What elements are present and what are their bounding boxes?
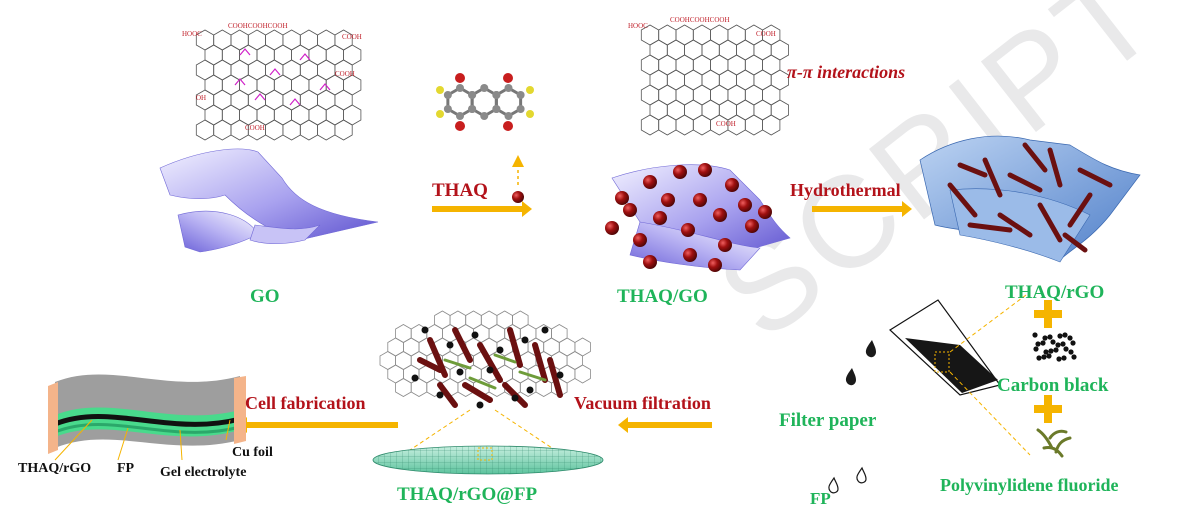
chem-cooh-top-2: COOHCOOHCOOH <box>670 16 730 24</box>
plus-icon-1 <box>1034 300 1062 328</box>
label-thaq-rgo-right: THAQ/rGO <box>1005 282 1105 303</box>
go-structure <box>195 29 362 141</box>
thaq-go-structure <box>640 24 789 136</box>
label-fp-bottom: FP <box>810 489 831 508</box>
label-thaq-arrow: THAQ <box>432 180 488 201</box>
label-pvdf: Polyvinylidene fluoride <box>940 475 1119 495</box>
chem-cooh-5: COOH <box>716 120 736 128</box>
filter-disk <box>372 445 604 475</box>
thaq-ball-icon <box>512 191 524 203</box>
thaq-go-sheets <box>605 163 791 272</box>
chem-cooh-top-1: COOHCOOHCOOH <box>228 22 288 30</box>
beaker-icon <box>889 291 1031 456</box>
chem-cooh-1: COOH <box>342 33 362 41</box>
label-filter-paper: Filter paper <box>779 410 877 431</box>
label-cell-fp: FP <box>117 461 135 476</box>
go-sheets <box>159 148 379 253</box>
chem-hooc-2: HOOC <box>628 22 648 30</box>
thaq-rgo-sheets <box>919 135 1141 263</box>
chem-hooc-1: HOOC <box>182 30 202 38</box>
arrow-vacuum <box>618 417 712 433</box>
label-go: GO <box>250 286 280 307</box>
label-cell-cu: Cu foil <box>232 445 273 460</box>
composite-network <box>379 310 591 451</box>
chem-cooh-2: COOH <box>335 70 355 78</box>
arrow-thaq <box>432 201 532 217</box>
label-thaq-rgo-fp: THAQ/rGO@FP <box>397 484 538 505</box>
label-cell-thaq-rgo: THAQ/rGO <box>18 461 92 476</box>
chem-cooh-4: COOH <box>756 30 776 38</box>
label-carbon-black: Carbon black <box>997 375 1109 396</box>
arrow-hydrothermal <box>812 201 912 217</box>
label-cell-gel: Gel electrolyte <box>160 465 247 480</box>
label-pi-pi: π-π interactions <box>787 62 906 82</box>
arrow-cell <box>237 417 398 433</box>
label-hydrothermal: Hydrothermal <box>790 180 901 200</box>
pvdf-icon <box>1036 428 1072 458</box>
label-cell-fab: Cell fabrication <box>245 393 366 413</box>
drops-icon <box>845 340 876 386</box>
carbon-black-icon <box>1032 332 1077 362</box>
chem-cooh-3: COOH <box>245 124 265 132</box>
chem-oh-1: OH <box>196 94 207 102</box>
arrows <box>237 201 1062 433</box>
label-vacuum: Vacuum filtration <box>574 393 711 413</box>
thaq-molecule <box>436 73 534 131</box>
plus-icon-2 <box>1034 395 1062 423</box>
flexible-cell <box>48 374 246 461</box>
label-thaq-go: THAQ/GO <box>617 286 708 307</box>
fp-drops-icon <box>828 466 867 494</box>
